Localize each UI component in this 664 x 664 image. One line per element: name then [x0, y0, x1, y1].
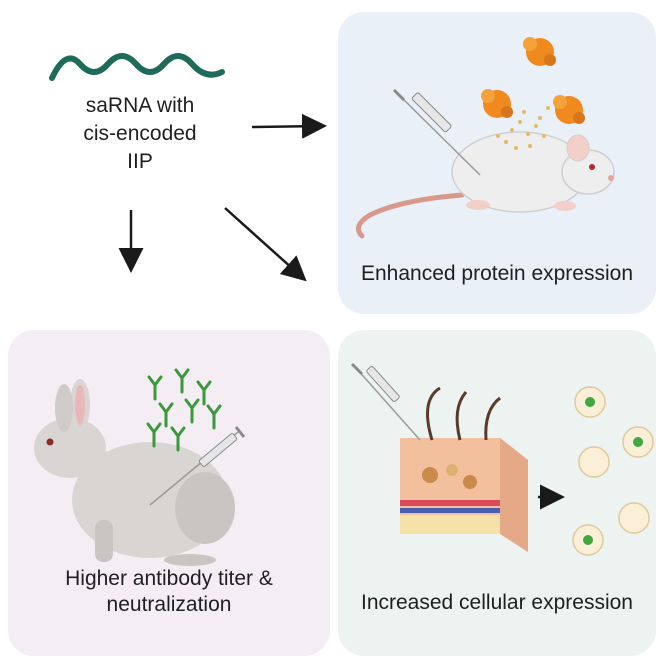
dendritic-cell-icon [572, 386, 654, 556]
antibody-panel-label-line-1: Higher antibody titer & [65, 567, 273, 590]
antibody-panel-label: Higher antibody titer & neutralization [8, 566, 330, 619]
rabbit-icon [34, 379, 235, 566]
center-title-line-3: IIP [127, 149, 153, 173]
rna-wave-icon [49, 53, 225, 81]
syringe-icon [149, 426, 246, 506]
protein-dots [496, 106, 550, 150]
skin-section-icon [400, 386, 528, 552]
antibody-panel-label-line-2: neutralization [106, 593, 232, 617]
center-title: saRNA with cis-encoded IIP [55, 92, 225, 176]
syringe-icon [392, 88, 481, 176]
center-title-line-2: cis-encoded [83, 121, 197, 145]
antibody-icon [146, 368, 222, 452]
mouse-icon [355, 131, 615, 239]
protein-panel-label: Enhanced protein expression [360, 262, 633, 285]
syringe-icon [350, 362, 421, 441]
center-title-line-1: saRNA with [85, 94, 195, 117]
arrow-icon [118, 113, 565, 510]
dendritic-cell-cores [583, 397, 643, 545]
cellular-panel-label: Increased cellular expression [361, 591, 633, 614]
protein-icon [481, 37, 585, 124]
